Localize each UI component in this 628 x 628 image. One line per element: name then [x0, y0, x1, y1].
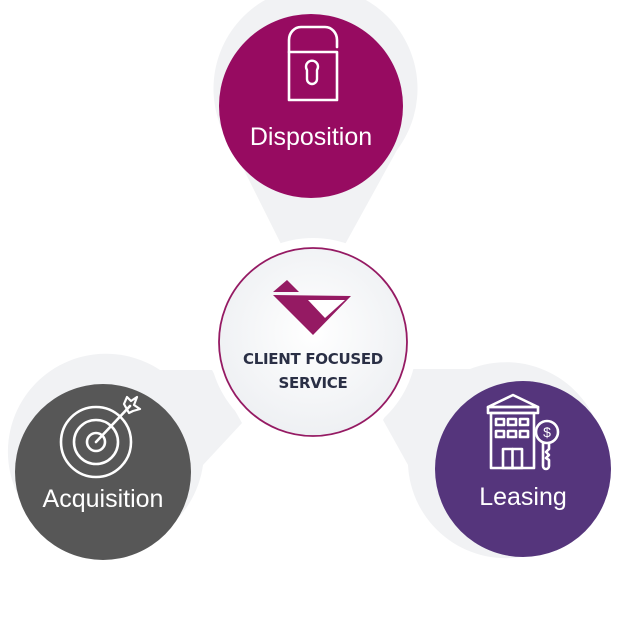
triangle-logo-icon	[273, 280, 351, 335]
acquisition-label: Acquisition	[43, 485, 164, 513]
svg-text:$: $	[543, 424, 551, 440]
center-circle	[218, 247, 408, 437]
center-hub: CLIENT FOCUSED SERVICE	[209, 238, 417, 446]
leasing-node[interactable]: $ Leasing	[383, 362, 611, 559]
acquisition-node[interactable]: Acquisition	[7, 353, 242, 560]
center-title-line2: SERVICE	[279, 374, 348, 392]
disposition-node[interactable]: Disposition	[213, 0, 418, 248]
padlock-icon	[287, 25, 339, 102]
acquisition-circle	[15, 384, 191, 560]
building-key-icon: $	[486, 393, 560, 471]
center-title-line1: CLIENT FOCUSED	[243, 350, 383, 368]
leasing-label: Leasing	[479, 483, 567, 511]
target-arrow-icon	[59, 395, 142, 479]
disposition-circle	[219, 14, 403, 198]
disposition-label: Disposition	[250, 123, 372, 151]
